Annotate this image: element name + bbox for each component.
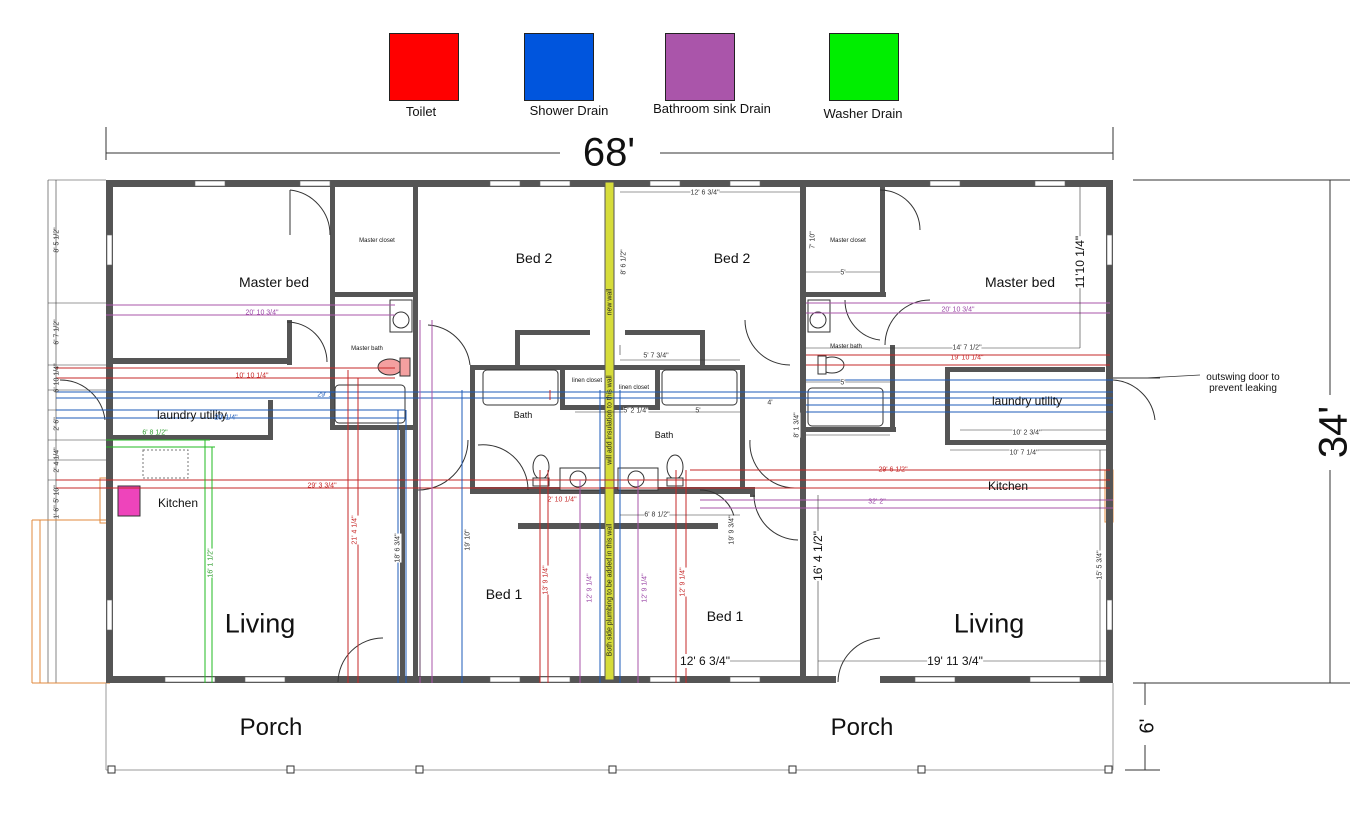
dim-4: 4' [767, 399, 773, 407]
dim-5-closet: 5' [840, 269, 846, 277]
legend-label-shower: Shower Drain [529, 103, 609, 118]
room-master-closet-right: Master closet [830, 238, 866, 244]
dim-blue-left: 20' 1/4" [214, 414, 238, 422]
windows [106, 180, 1113, 683]
dim-6-8b: 6' 8 1/2" [644, 511, 670, 519]
room-bath-right: Bath [654, 430, 674, 440]
dim-5-2: 5' 2 1/4" [623, 407, 649, 415]
center-party-wall [604, 181, 615, 681]
overall-depth-dimension [1125, 179, 1350, 771]
room-bath-left: Bath [513, 410, 533, 420]
dim-5-7: 5' 7 3/4" [643, 352, 669, 360]
dim-14-7: 14' 7 1/2" [952, 344, 982, 352]
legend-swatch-washer [829, 33, 899, 101]
dim-10-7: 10' 7 1/4" [1009, 449, 1039, 457]
dim-29-6: 29' 6 1/2" [878, 466, 908, 474]
dim-living-right-width: 19' 11 3/4" [927, 654, 983, 668]
room-master-bed-right: Master bed [984, 274, 1056, 290]
dim-top-center: 12' 6 3/4" [690, 189, 720, 197]
overall-width-dimension [105, 127, 1114, 160]
plumbing-lines [56, 302, 1113, 683]
room-master-closet-left: Master closet [359, 238, 395, 244]
room-master-bath-left: Master bath [351, 346, 383, 352]
room-kitchen-right: Kitchen [987, 479, 1029, 493]
dim-10-2: 10' 2 3/4" [1012, 429, 1042, 437]
dim-2-10: 2' 10 1/4" [547, 496, 577, 504]
room-bed1-right: Bed 1 [706, 608, 744, 624]
legend-swatch-sink [665, 33, 735, 101]
legend-label-washer: Washer Drain [823, 106, 903, 121]
dim-blue-long: 29' 1" [317, 391, 335, 399]
legend-label-sink: Bathroom sink Drain [653, 101, 771, 116]
dim-5-left-bath: 5' [695, 407, 701, 415]
room-laundry-right: laundry utility [991, 394, 1063, 408]
room-kitchen-left: Kitchen [157, 496, 199, 510]
outswing-door-note: outswing door to prevent leaking [1206, 372, 1280, 394]
door-swings [59, 189, 1160, 683]
room-linen-closet-right: linen closet [618, 385, 650, 391]
room-porch-right: Porch [830, 714, 894, 741]
fixtures [117, 299, 845, 517]
legend-swatch-toilet [389, 33, 459, 101]
legend-label-toilet: Toilet [405, 104, 437, 119]
room-bed2-left: Bed 2 [515, 250, 553, 266]
dim-red-long: 29' 3 3/4" [307, 482, 337, 490]
room-bed2-right: Bed 2 [713, 250, 751, 266]
room-laundry-left: laundry utility [156, 408, 228, 422]
room-linen-closet-left: linen closet [571, 378, 603, 384]
room-master-bath-right: Master bath [830, 344, 862, 350]
dim-purple-right: 20' 10 3/4" [941, 306, 975, 314]
dim-bed1-width: 12' 6 3/4" [680, 654, 730, 668]
room-living-right: Living [953, 608, 1025, 639]
dim-red-left: 10' 10 1/4" [235, 372, 269, 380]
dim-green: 6' 8 1/2" [142, 429, 168, 437]
overall-width-label: 68' [582, 130, 636, 175]
legend-swatch-shower [524, 33, 594, 101]
room-porch-left: Porch [239, 714, 303, 741]
dim-purple-left: 20' 10 3/4" [245, 309, 279, 317]
room-master-bed-left: Master bed [238, 274, 310, 290]
room-bed1-left: Bed 1 [485, 586, 523, 602]
room-living-left: Living [224, 608, 296, 639]
porch-outline [105, 683, 1114, 774]
dim-19-10: 19' 10 1/4" [950, 354, 984, 362]
dim-32-2: 32' 2" [868, 498, 886, 506]
dim-5-bath: 5' [840, 379, 846, 387]
